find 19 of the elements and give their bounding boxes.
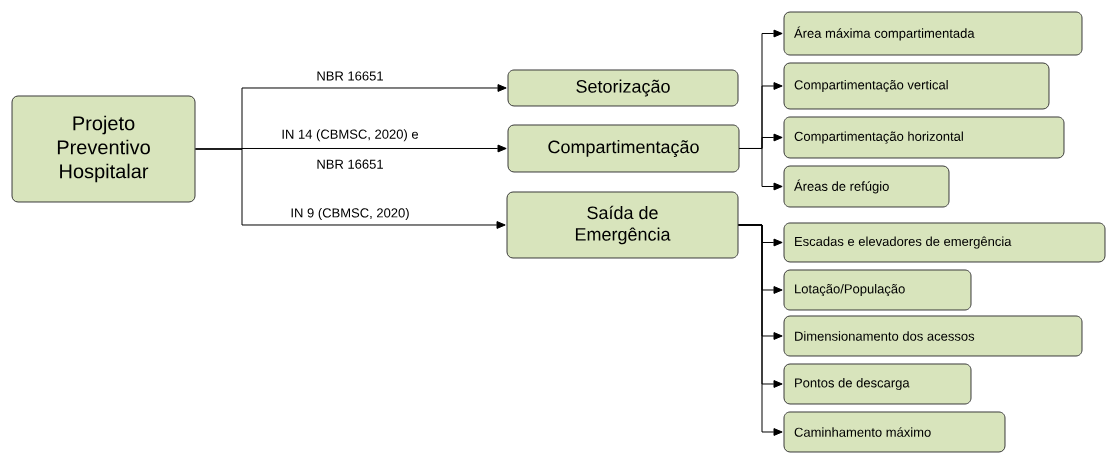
arrow bbox=[195, 148, 506, 229]
process-box: Compartimentação vertical bbox=[783, 62, 1050, 110]
process-box: Setorização bbox=[507, 69, 739, 107]
process-box: Projeto Preventivo Hospitalar bbox=[11, 95, 196, 203]
process-box: Área máxima compartimentada bbox=[783, 11, 1083, 56]
process-box: Lotação/População bbox=[783, 269, 972, 311]
process-box: Compartimentação bbox=[507, 124, 740, 173]
edge-label: IN 14 (CBMSC, 2020) e NBR 16651 bbox=[282, 129, 419, 169]
process-box: Dimensionamento dos acessos bbox=[783, 315, 1083, 357]
process-box: Saída de Emergência bbox=[506, 191, 739, 259]
process-box: Escadas e elevadores de emergência bbox=[783, 222, 1106, 263]
process-box: Caminhamento máximo bbox=[783, 411, 1006, 453]
arrow bbox=[739, 148, 783, 191]
process-box: Áreas de refúgio bbox=[783, 165, 950, 208]
arrow bbox=[738, 224, 783, 436]
process-box: Compartimentação horizontal bbox=[783, 116, 1065, 159]
edge-label: IN 9 (CBMSC, 2020) bbox=[291, 207, 409, 221]
process-box: Pontos de descarga bbox=[783, 363, 972, 405]
edge-label: NBR 16651 bbox=[317, 71, 383, 81]
